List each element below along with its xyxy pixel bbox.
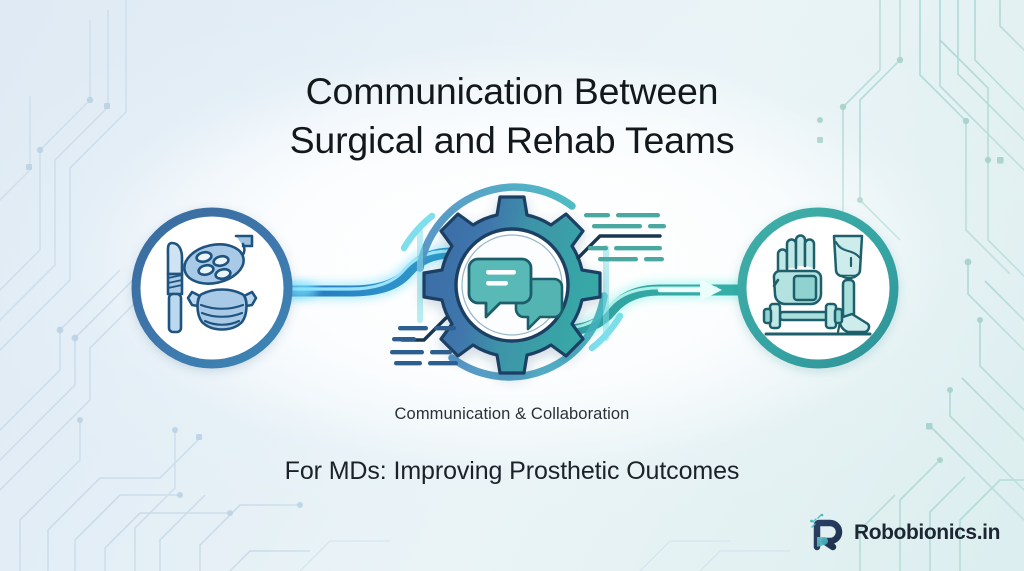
page-tagline: For MDs: Improving Prosthetic Outcomes xyxy=(284,457,740,485)
title-line-2: Surgical and Rehab Teams xyxy=(289,119,735,162)
surgical-team-node xyxy=(131,207,293,369)
data-lines-lower-left xyxy=(390,316,458,366)
data-lines-upper-right xyxy=(576,213,666,262)
robobionics-r-icon xyxy=(810,513,843,551)
logo-wordmark: Robobionics.in xyxy=(854,521,1000,545)
prosthetic-hand-icon xyxy=(772,234,823,306)
surgical-to-gear-connector xyxy=(279,246,477,298)
surgical-lamp-icon xyxy=(183,234,254,285)
chat-bubble-icon xyxy=(467,257,533,319)
gear-decorative-arcs xyxy=(400,183,624,381)
gear-to-rehab-connector xyxy=(533,279,751,337)
chat-bubble-icon xyxy=(514,277,564,331)
scalpel-icon xyxy=(166,241,184,334)
flow-caption: Communication & Collaboration xyxy=(394,405,630,423)
title-line-1: Communication Between xyxy=(305,70,719,113)
arrow-right-icon xyxy=(657,279,722,301)
brand-logo[interactable]: Robobionics.in xyxy=(806,513,1000,553)
prosthetic-leg-icon xyxy=(832,234,871,334)
face-mask-icon xyxy=(186,288,258,331)
circuit-mid xyxy=(299,540,790,571)
page-title: Communication Between Surgical and Rehab… xyxy=(0,67,1024,165)
logo-name: Robobionics xyxy=(853,521,977,544)
dumbbell-icon xyxy=(762,302,844,330)
gear-icon xyxy=(422,195,602,375)
rehab-team-node xyxy=(737,207,899,369)
logo-tld: .in xyxy=(976,521,1001,544)
